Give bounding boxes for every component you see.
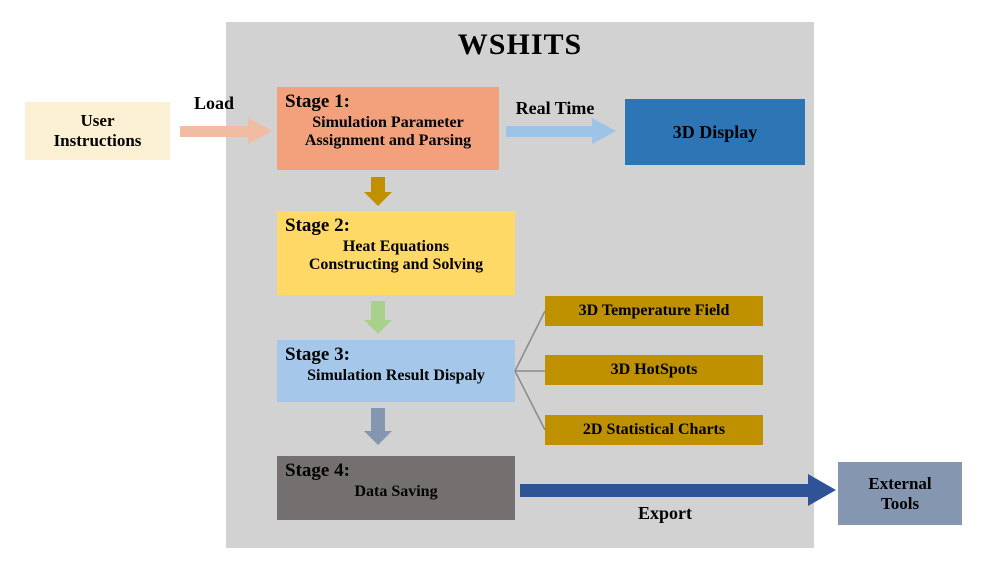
display-box: 3D Display <box>625 99 805 165</box>
arrow-stage3-stage4-body <box>371 408 385 431</box>
arrow-stage3-stage4-head <box>364 431 392 445</box>
real-time-arrow-body <box>506 126 592 137</box>
diagram-title: WSHITS <box>457 28 583 61</box>
export-arrow-body <box>520 484 808 497</box>
output-box-hotspots: 3D HotSpots <box>545 355 763 385</box>
stage2-box: Stage 2: Heat Equations Constructing and… <box>277 211 515 295</box>
stage1-heading: Stage 1: <box>285 91 350 112</box>
output-hotspots-label: 3D HotSpots <box>610 361 698 378</box>
stage1-body: Simulation Parameter Assignment and Pars… <box>304 114 472 149</box>
output-box-temperature-field: 3D Temperature Field <box>545 296 763 326</box>
arrow-stage2-stage3-head <box>364 320 392 334</box>
load-arrow-body <box>180 126 248 137</box>
real-time-arrow-label: Real Time <box>515 98 595 118</box>
user-instructions-box: User Instructions <box>25 102 170 160</box>
load-arrow-head <box>248 118 272 144</box>
stage4-box: Stage 4: Data Saving <box>277 456 515 520</box>
export-arrow-label: Export <box>638 503 692 523</box>
output-temperature-field-label: 3D Temperature Field <box>578 302 730 319</box>
stage4-body: Data Saving <box>354 483 438 500</box>
output-statistical-charts-label: 2D Statistical Charts <box>582 421 726 438</box>
stage2-body: Heat Equations Constructing and Solving <box>308 238 484 273</box>
stage3-box: Stage 3: Simulation Result Dispaly <box>277 340 515 402</box>
stage2-heading: Stage 2: <box>285 215 350 236</box>
stage1-box: Stage 1: Simulation Parameter Assignment… <box>277 87 499 170</box>
load-arrow-label: Load <box>193 93 235 113</box>
arrow-stage1-stage2-head <box>364 192 392 206</box>
stage3-body: Simulation Result Dispaly <box>307 367 485 384</box>
external-tools-label: External Tools <box>868 473 932 513</box>
real-time-arrow-head <box>592 118 616 144</box>
arrow-stage1-stage2-body <box>371 177 385 192</box>
export-arrow-head <box>808 474 836 506</box>
external-tools-box: External Tools <box>838 462 962 525</box>
arrow-stage2-stage3-body <box>371 301 385 320</box>
output-box-statistical-charts: 2D Statistical Charts <box>545 415 763 445</box>
stage3-heading: Stage 3: <box>285 344 350 365</box>
stage3-outputs-connector <box>514 310 546 431</box>
stage4-heading: Stage 4: <box>285 460 350 481</box>
display-box-label: 3D Display <box>672 121 758 142</box>
user-instructions-label: User Instructions <box>53 111 142 150</box>
